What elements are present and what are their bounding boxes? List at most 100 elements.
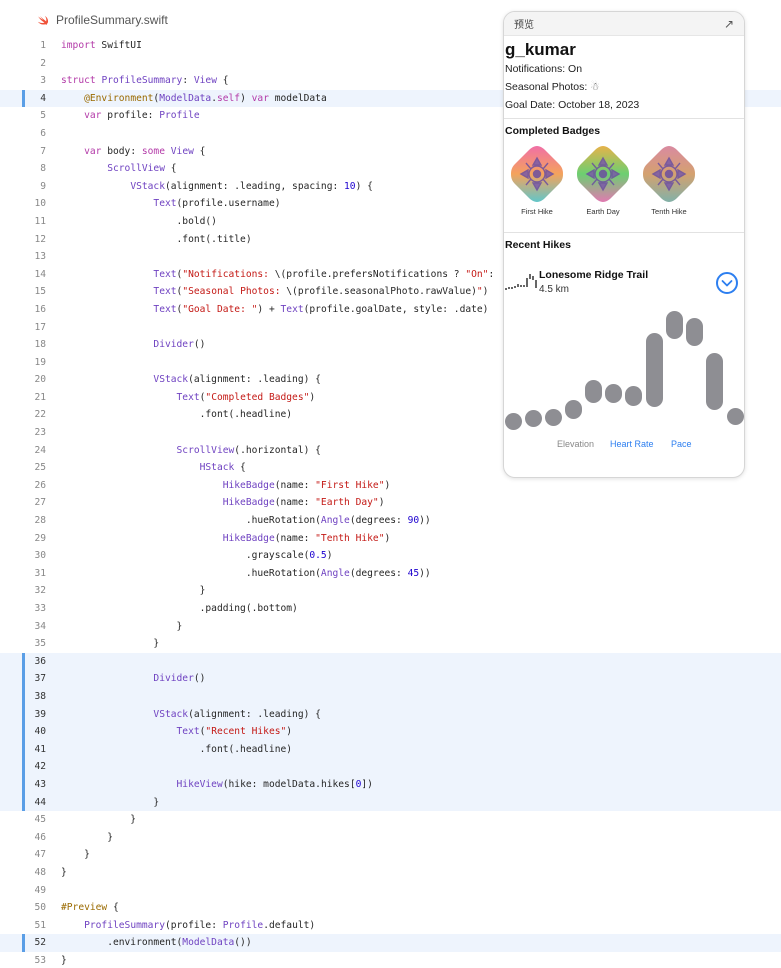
code-line[interactable]: 34 }	[0, 618, 781, 636]
code-line[interactable]: 5 var profile: Profile	[0, 107, 781, 125]
code-line[interactable]: 22 .font(.headline)	[0, 406, 781, 424]
code-line[interactable]: 49	[0, 882, 781, 900]
code-line[interactable]: 16 Text("Goal Date: ") + Text(profile.go…	[0, 301, 781, 319]
code-text[interactable]: }	[61, 954, 67, 966]
code-text[interactable]: HikeBadge(name: "First Hike")	[222, 479, 391, 491]
code-text[interactable]: VStack(alignment: .leading, spacing: 10)…	[130, 180, 373, 192]
code-text[interactable]: }	[61, 585, 206, 597]
code-line[interactable]: 2	[0, 55, 781, 73]
code-text[interactable]: Divider()	[153, 673, 206, 685]
code-line[interactable]: 11 .bold()	[0, 213, 781, 231]
code-line[interactable]: 25 HStack {	[0, 459, 781, 477]
code-line[interactable]: 7 var body: some View {	[0, 143, 781, 161]
code-text[interactable]: .hueRotation(Angle(degrees: 90))	[61, 515, 431, 527]
code-line[interactable]: 52 .environment(ModelData())	[0, 934, 781, 952]
code-line[interactable]: 15 Text("Seasonal Photos: \(profile.seas…	[0, 283, 781, 301]
code-text[interactable]: Text("Notifications: \(profile.prefersNo…	[153, 268, 495, 280]
expand-icon[interactable]: ↗	[723, 16, 734, 31]
code-text[interactable]: Divider()	[153, 339, 206, 351]
code-line[interactable]: 51 ProfileSummary(profile: Profile.defau…	[0, 917, 781, 935]
code-line[interactable]: 39 VStack(alignment: .leading) {	[0, 705, 781, 724]
code-text[interactable]: .font(.title)	[61, 233, 252, 245]
code-text[interactable]: .grayscale(0.5)	[61, 550, 333, 562]
code-line[interactable]: 38	[0, 687, 781, 706]
code-line[interactable]: 23	[0, 424, 781, 442]
tab-elevation[interactable]: Elevation	[557, 439, 595, 449]
code-text[interactable]: VStack(alignment: .leading) {	[153, 708, 321, 720]
code-line[interactable]: 44 }	[0, 793, 781, 812]
code-line[interactable]: 37 Divider()	[0, 670, 781, 688]
code-line[interactable]: 19	[0, 354, 781, 372]
code-line[interactable]: 10 Text(profile.username)	[0, 195, 781, 213]
code-text[interactable]: }	[61, 849, 90, 861]
code-line[interactable]: 50#Preview {	[0, 899, 781, 917]
code-line[interactable]: 13	[0, 248, 781, 266]
code-line[interactable]: 27 HikeBadge(name: "Earth Day")	[0, 494, 781, 512]
code-text[interactable]: import SwiftUI	[61, 40, 142, 51]
code-line[interactable]: 53}	[0, 952, 781, 968]
code-text[interactable]: HikeBadge(name: "Earth Day")	[222, 497, 385, 509]
code-line[interactable]: 46 }	[0, 829, 781, 847]
code-text[interactable]: HStack {	[199, 462, 246, 474]
code-line[interactable]: 32 }	[0, 582, 781, 600]
tab-heart-rate[interactable]: Heart Rate	[610, 439, 654, 449]
code-line[interactable]: 8 ScrollView {	[0, 160, 781, 178]
code-text[interactable]: struct ProfileSummary: View {	[61, 75, 229, 87]
code-line[interactable]: 21 Text("Completed Badges")	[0, 389, 781, 407]
code-text[interactable]: }	[61, 638, 160, 650]
code-line[interactable]: 43 HikeView(hike: modelData.hikes[0])	[0, 775, 781, 794]
code-text[interactable]: @Environment(ModelData.self) var modelDa…	[84, 92, 327, 104]
code-line[interactable]: 26 HikeBadge(name: "First Hike")	[0, 477, 781, 495]
code-text[interactable]: Text("Recent Hikes")	[176, 726, 293, 738]
code-line[interactable]: 14 Text("Notifications: \(profile.prefer…	[0, 266, 781, 284]
file-tab[interactable]: ProfileSummary.swift	[36, 10, 168, 30]
code-text[interactable]: }	[61, 831, 113, 843]
code-line[interactable]: 31 .hueRotation(Angle(degrees: 45))	[0, 565, 781, 583]
code-line[interactable]: 28 .hueRotation(Angle(degrees: 90))	[0, 512, 781, 530]
code-line[interactable]: 48}	[0, 864, 781, 882]
code-text[interactable]: .bold()	[61, 215, 217, 227]
code-text[interactable]: ProfileSummary(profile: Profile.default)	[84, 919, 316, 931]
code-text[interactable]: Text("Completed Badges")	[176, 391, 316, 403]
code-text[interactable]: var body: some View {	[84, 145, 206, 157]
code-text[interactable]: Text("Seasonal Photos: \(profile.seasona…	[153, 286, 489, 298]
code-text[interactable]: }	[61, 796, 160, 808]
code-text[interactable]: HikeView(hike: modelData.hikes[0])	[176, 778, 373, 790]
code-line[interactable]: 30 .grayscale(0.5)	[0, 547, 781, 565]
code-line[interactable]: 9 VStack(alignment: .leading, spacing: 1…	[0, 178, 781, 196]
code-line[interactable]: 6	[0, 125, 781, 143]
code-line[interactable]: 18 Divider()	[0, 336, 781, 354]
code-line[interactable]: 40 Text("Recent Hikes")	[0, 723, 781, 741]
code-line[interactable]: 45 }	[0, 811, 781, 829]
code-line[interactable]: 35 }	[0, 635, 781, 653]
expand-hike-button[interactable]	[716, 272, 738, 294]
code-text[interactable]: ScrollView {	[107, 163, 177, 175]
code-line[interactable]: 29 HikeBadge(name: "Tenth Hike")	[0, 530, 781, 548]
code-line[interactable]: 36	[0, 652, 781, 671]
code-text[interactable]: .font(.headline)	[61, 743, 293, 755]
code-text[interactable]: VStack(alignment: .leading) {	[153, 374, 321, 386]
code-line[interactable]: 20 VStack(alignment: .leading) {	[0, 371, 781, 389]
code-text[interactable]: ScrollView(.horizontal) {	[176, 444, 321, 456]
code-text[interactable]: Text(profile.username)	[153, 198, 281, 210]
code-text[interactable]: .environment(ModelData())	[61, 937, 252, 949]
code-text[interactable]: Text("Goal Date: ") + Text(profile.goalD…	[153, 303, 489, 315]
tab-pace[interactable]: Pace	[671, 439, 692, 449]
graph-mode-picker[interactable]: Elevation Heart Rate Pace	[504, 439, 744, 455]
code-line[interactable]: 33 .padding(.bottom)	[0, 600, 781, 618]
code-text[interactable]: .hueRotation(Angle(degrees: 45))	[61, 567, 431, 579]
code-line[interactable]: 24 ScrollView(.horizontal) {	[0, 442, 781, 460]
code-text[interactable]: .font(.headline)	[61, 409, 293, 421]
code-text[interactable]: #Preview {	[61, 902, 119, 914]
code-text[interactable]: HikeBadge(name: "Tenth Hike")	[222, 532, 391, 544]
code-line[interactable]: 17	[0, 319, 781, 337]
code-text[interactable]: var profile: Profile	[84, 110, 200, 122]
code-text[interactable]: }	[61, 814, 137, 826]
code-text[interactable]: }	[61, 620, 183, 632]
code-line[interactable]: 47 }	[0, 846, 781, 864]
code-text[interactable]: }	[61, 866, 67, 878]
code-line[interactable]: 12 .font(.title)	[0, 231, 781, 249]
